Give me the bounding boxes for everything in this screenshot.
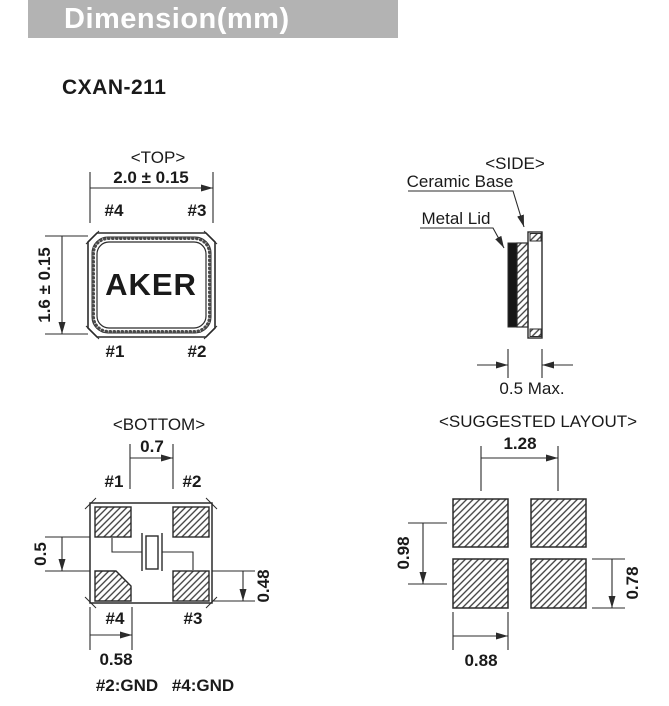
side-thickness-dim-text: 0.5 Max.: [499, 379, 565, 398]
layout-pitchy-dim-text: 0.98: [394, 536, 413, 570]
layout-pitchx-dim-text: 1.28: [503, 434, 537, 453]
top-view-label: <TOP>: [130, 148, 186, 167]
bottom-pad-3: [172, 570, 210, 602]
side-view-drawing: [408, 190, 573, 378]
gnd-note-pin4: #4:GND: [171, 676, 235, 695]
gnd-note-pin2: #2:GND: [95, 676, 159, 695]
crystal-wire-to-pad3: [162, 551, 194, 570]
top-pin-2-label: #2: [187, 342, 207, 361]
section-header-bar: Dimension(mm): [28, 0, 398, 38]
bottom-gap-dim-text: 0.7: [140, 437, 164, 456]
top-pin-1-label: #1: [105, 342, 125, 361]
crystal-symbol-body: [145, 535, 159, 570]
layout-pad-bottom-right: [530, 558, 587, 609]
bottom-vgap-extension-lines: [45, 536, 90, 572]
layout-padheight-extension-lines: [592, 558, 625, 609]
bottom-pad-4: [94, 570, 132, 602]
crystal-wire-to-pad1: [111, 538, 142, 553]
bottom-pad-1: [94, 506, 132, 538]
metal-lid-callout: Metal Lid: [421, 209, 491, 228]
layout-pad-bottom-left: [452, 558, 509, 609]
ceramic-base-leader-line: [408, 190, 525, 228]
top-package-cavity-outline: [96, 241, 207, 329]
top-pin-4-label: #4: [104, 201, 124, 220]
side-pad-bottom: [529, 328, 542, 337]
side-pad-top: [529, 233, 542, 242]
layout-pad-top-left: [452, 498, 509, 548]
layout-padwidth-dim-text: 0.88: [464, 651, 498, 670]
bottom-pin-4-label: #4: [105, 609, 125, 628]
bottom-pad-2: [172, 506, 210, 538]
layout-view-label: <SUGGESTED LAYOUT>: [438, 412, 638, 431]
package-marking: AKER: [105, 267, 197, 302]
bottom-pin-2-label: #2: [182, 472, 202, 491]
side-thickness-extension-lines: [507, 349, 543, 378]
bottom-package-corner-ticks: [84, 497, 218, 609]
ceramic-base-callout: Ceramic Base: [406, 172, 514, 191]
bottom-pin-1-label: #1: [104, 472, 124, 491]
top-view-drawing: [45, 172, 217, 339]
layout-view-drawing: [408, 446, 625, 650]
top-height-dim-text: 1.6 ± 0.15: [35, 247, 54, 323]
bottom-vgap-dim-text: 0.5: [31, 542, 50, 566]
side-view-label: <SIDE>: [485, 154, 545, 173]
top-pin-3-label: #3: [187, 201, 207, 220]
layout-pad-top-right: [530, 498, 587, 548]
side-metal-lid-strip: [507, 242, 518, 328]
top-package-corner-ticks: [85, 230, 218, 340]
top-package-stipple-ring: [92, 237, 211, 333]
side-crystal-hatch-strip: [516, 242, 529, 328]
top-package-seal-ring-outer: [91, 236, 212, 334]
bottom-view-drawing: [45, 444, 255, 650]
bottom-padheight-dim-text: 0.48: [254, 569, 273, 603]
section-title: Dimension(mm): [64, 2, 290, 35]
layout-padwidth-extension-lines: [452, 612, 509, 650]
side-ceramic-base-body: [527, 231, 543, 339]
bottom-pin-3-label: #3: [183, 609, 203, 628]
bottom-padheight-extension-lines: [212, 570, 255, 602]
layout-padheight-dim-text: 0.78: [623, 566, 642, 600]
part-number: CXAN-211: [62, 76, 167, 99]
metal-lid-leader-line: [420, 227, 505, 249]
top-width-dim-text: 2.0 ± 0.15: [113, 168, 189, 187]
bottom-view-label: <BOTTOM>: [112, 415, 206, 434]
bottom-padwidth-dim-text: 0.58: [99, 650, 133, 669]
